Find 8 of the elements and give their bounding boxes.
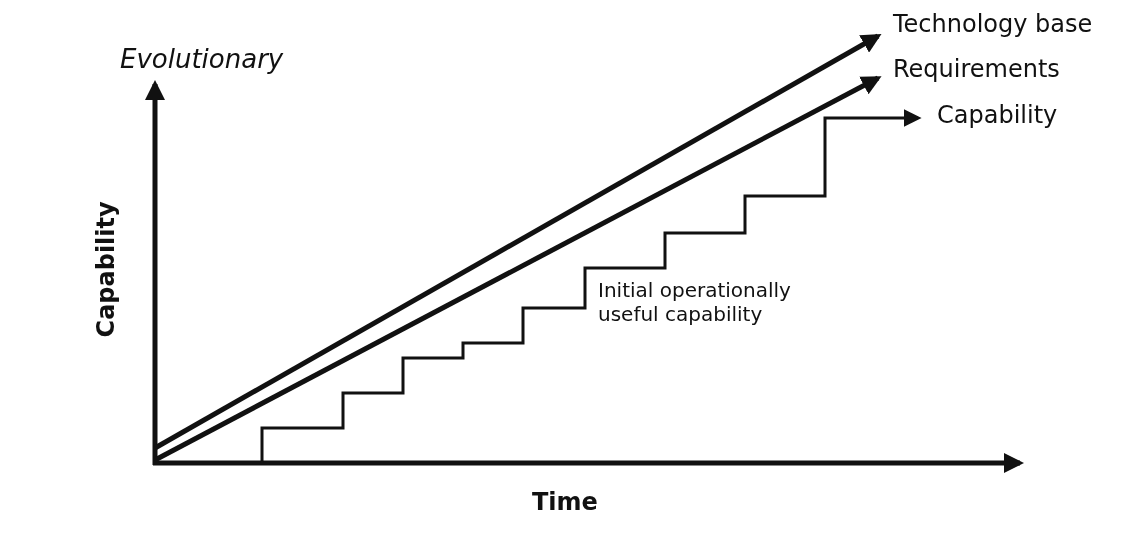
series-label: Requirements	[893, 55, 1060, 84]
axis-title: Capability	[91, 201, 121, 338]
annotation-text: Initial operationally useful capability	[598, 278, 792, 326]
diagram-title: Evolutionary	[120, 44, 284, 76]
series-label: Technology base	[893, 10, 1093, 39]
step-line-arrow	[260, 109, 922, 463]
series-label: Capability	[937, 101, 1058, 130]
axis-title: Time	[532, 488, 598, 517]
